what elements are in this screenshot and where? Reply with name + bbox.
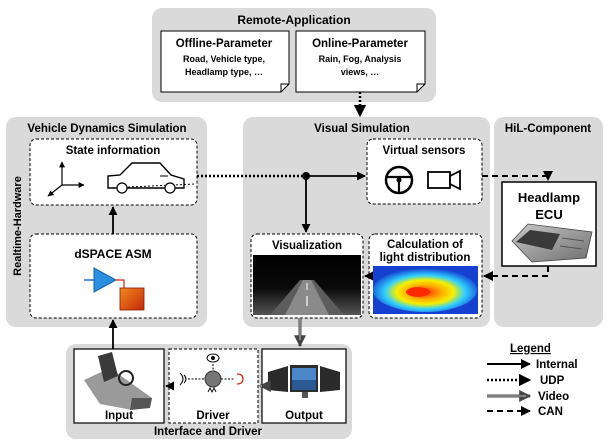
driver-label: Driver bbox=[196, 410, 230, 422]
hil-component-title: HiL-Component bbox=[505, 123, 591, 135]
subsystem-block-icon bbox=[119, 287, 145, 311]
dspace-asm-label: dSPACE ASM bbox=[74, 247, 151, 261]
remote-application-title: Remote-Application bbox=[237, 13, 350, 27]
monitor-screens-icon bbox=[268, 365, 340, 398]
legend-internal-label: Internal bbox=[536, 359, 578, 371]
vehicle-sketch-icon bbox=[107, 162, 196, 194]
light-distribution-box: Calculation of light distribution bbox=[368, 233, 483, 319]
legend-title: Legend bbox=[510, 343, 551, 355]
remote-application-panel: Remote-Application Offline-Parameter Roa… bbox=[152, 8, 436, 102]
vehicle-dynamics-panel: Vehicle Dynamics Simulation Realtime-Har… bbox=[6, 117, 207, 327]
offline-parameter-line2: Headlamp type, … bbox=[185, 67, 263, 77]
visualization-box: Visualization bbox=[250, 233, 364, 319]
headlamp-ecu-label-line2: ECU bbox=[535, 207, 562, 222]
headlamp-ecu-label-line1: Headlamp bbox=[518, 190, 580, 205]
input-label: Input bbox=[105, 410, 133, 422]
legend-udp-label: UDP bbox=[540, 375, 565, 387]
output-box: Output bbox=[261, 348, 347, 424]
virtual-sensors-label: Virtual sensors bbox=[383, 145, 466, 157]
camera-icon bbox=[427, 169, 461, 191]
ecu-device-icon bbox=[511, 223, 593, 263]
driver-senses-icon bbox=[179, 353, 244, 394]
steering-wheel-icon bbox=[384, 165, 414, 195]
input-box: Input bbox=[73, 348, 165, 424]
legend-can-label: CAN bbox=[538, 406, 563, 418]
headlamp-ecu-box: Headlamp ECU bbox=[501, 181, 597, 267]
hil-component-panel: HiL-Component Headlamp ECU bbox=[494, 117, 603, 327]
calculation-label-line2: light distribution bbox=[380, 252, 471, 264]
can-sensors-to-ecu-arrow bbox=[482, 171, 553, 181]
interface-driver-panel: Interface and Driver Input bbox=[66, 344, 352, 439]
offline-parameter-doc: Offline-Parameter Road, Vehicle type, He… bbox=[160, 30, 290, 93]
online-parameter-title: Online-Parameter bbox=[312, 38, 408, 50]
realtime-hardware-label: Realtime-Hardware bbox=[12, 176, 24, 276]
connection-arrows bbox=[108, 92, 553, 392]
offline-parameter-line1: Road, Vehicle type, bbox=[183, 54, 265, 64]
interface-driver-title: Interface and Driver bbox=[154, 426, 263, 438]
offline-parameter-title: Offline-Parameter bbox=[176, 38, 273, 50]
light-distribution-heatmap bbox=[373, 266, 478, 314]
dspace-asm-box: dSPACE ASM bbox=[29, 233, 198, 319]
driver-box: Driver bbox=[168, 348, 259, 424]
visualization-label: Visualization bbox=[272, 240, 342, 252]
visual-simulation-title: Visual Simulation bbox=[314, 123, 410, 135]
online-parameter-line1: Rain, Fog, Analysis bbox=[319, 54, 402, 64]
vehicle-dynamics-title: Vehicle Dynamics Simulation bbox=[27, 123, 186, 135]
coordinate-axes-icon bbox=[47, 161, 85, 197]
calculation-label-line1: Calculation of bbox=[387, 239, 463, 251]
output-label: Output bbox=[285, 410, 323, 422]
night-road-image bbox=[253, 255, 361, 315]
state-information-label: State information bbox=[66, 145, 161, 157]
driving-simulator-icon bbox=[84, 352, 152, 410]
online-parameter-doc: Online-Parameter Rain, Fog, Analysis vie… bbox=[295, 30, 426, 93]
virtual-sensors-box: Virtual sensors bbox=[366, 138, 483, 205]
legend-video-label: Video bbox=[538, 391, 569, 403]
state-information-box: State information bbox=[29, 138, 198, 206]
legend: Legend Internal UDP Video CAN bbox=[487, 343, 578, 418]
can-ecu-to-calc-arrow bbox=[483, 266, 549, 281]
online-parameter-line2: views, … bbox=[341, 67, 380, 77]
visual-simulation-panel: Visual Simulation Virtual sensors Visual… bbox=[243, 117, 490, 327]
